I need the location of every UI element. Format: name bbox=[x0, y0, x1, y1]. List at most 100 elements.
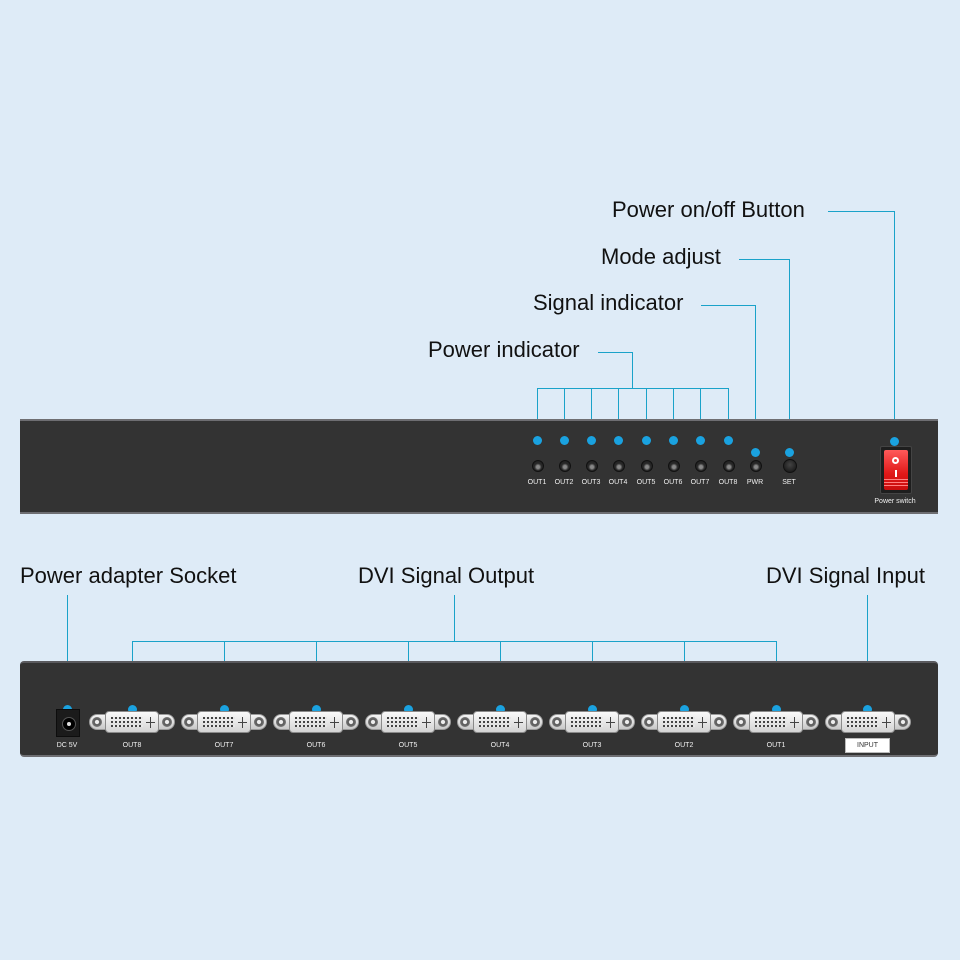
leader-signal-indicator-h bbox=[701, 305, 756, 306]
led-label: OUT7 bbox=[690, 479, 710, 486]
callout-power-indicator: Power indicator bbox=[428, 337, 580, 362]
screw-icon bbox=[346, 717, 356, 727]
screw-icon bbox=[736, 717, 746, 727]
callout-dot-dvi bbox=[588, 705, 597, 714]
led-indicator-out5 bbox=[641, 460, 653, 472]
power-switch-label: Power switch bbox=[874, 498, 916, 505]
led-indicator-pwr bbox=[750, 460, 762, 472]
leader-power-button-h bbox=[828, 211, 894, 212]
dvi-output-label: OUT8 bbox=[122, 742, 142, 749]
callout-dot-led bbox=[533, 436, 542, 445]
led-indicator-out2 bbox=[559, 460, 571, 472]
dvi-output-port[interactable] bbox=[733, 711, 819, 733]
screw-icon bbox=[254, 717, 264, 727]
callout-dot-dvi bbox=[680, 705, 689, 714]
callout-power-button: Power on/off Button bbox=[612, 197, 805, 222]
leader-mode-adjust-h bbox=[739, 259, 789, 260]
led-indicator-out8 bbox=[723, 460, 735, 472]
screw-icon bbox=[714, 717, 724, 727]
callout-dot-dvi bbox=[128, 705, 137, 714]
dvi-output-port[interactable] bbox=[549, 711, 635, 733]
dvi-output-port[interactable] bbox=[273, 711, 359, 733]
callout-signal-indicator: Signal indicator bbox=[533, 290, 684, 315]
dvi-output-port[interactable] bbox=[181, 711, 267, 733]
front-panel bbox=[20, 419, 938, 514]
led-indicator-out6 bbox=[668, 460, 680, 472]
screw-icon bbox=[530, 717, 540, 727]
dvi-output-label: OUT6 bbox=[306, 742, 326, 749]
leader-power-indicator-bus bbox=[537, 388, 729, 389]
callout-dot-set bbox=[785, 448, 794, 457]
power-switch-rocker[interactable] bbox=[884, 450, 908, 490]
screw-icon bbox=[622, 717, 632, 727]
callout-dot-dvi bbox=[312, 705, 321, 714]
dvi-output-port[interactable] bbox=[89, 711, 175, 733]
leader-led-drop bbox=[618, 388, 619, 440]
led-label: OUT2 bbox=[554, 479, 574, 486]
dvi-output-label: OUT4 bbox=[490, 742, 510, 749]
leader-dvi-output-bus bbox=[132, 641, 776, 642]
dvi-output-label: OUT5 bbox=[398, 742, 418, 749]
leader-power-indicator-h bbox=[598, 352, 632, 353]
leader-mode-adjust-v bbox=[789, 259, 790, 452]
switch-on-symbol-icon bbox=[895, 470, 897, 477]
callout-dot-input bbox=[863, 705, 872, 714]
input-label: INPUT bbox=[845, 738, 890, 753]
dc-jack-hole-icon bbox=[62, 717, 76, 731]
leader-power-socket-v bbox=[67, 595, 68, 710]
dvi-output-port[interactable] bbox=[641, 711, 727, 733]
set-button[interactable] bbox=[783, 459, 797, 473]
rear-panel bbox=[20, 661, 938, 757]
dvi-output-port[interactable] bbox=[457, 711, 543, 733]
dvi-output-label: OUT1 bbox=[766, 742, 786, 749]
leader-led-drop bbox=[673, 388, 674, 440]
led-indicator-out4 bbox=[613, 460, 625, 472]
screw-icon bbox=[162, 717, 172, 727]
leader-led-drop bbox=[728, 388, 729, 440]
callout-dvi-output: DVI Signal Output bbox=[358, 563, 535, 588]
callout-power-socket: Power adapter Socket bbox=[20, 563, 237, 588]
leader-dvi-output-v bbox=[454, 595, 455, 641]
dvi-output-label: OUT2 bbox=[674, 742, 694, 749]
screw-icon bbox=[184, 717, 194, 727]
screw-icon bbox=[460, 717, 470, 727]
callout-dot-dvi bbox=[404, 705, 413, 714]
switch-off-symbol-icon bbox=[892, 457, 899, 464]
dc-power-socket[interactable] bbox=[56, 709, 80, 737]
callout-dot-led bbox=[614, 436, 623, 445]
leader-led-drop bbox=[646, 388, 647, 440]
callout-dot-led bbox=[724, 436, 733, 445]
screw-icon bbox=[438, 717, 448, 727]
screw-icon bbox=[276, 717, 286, 727]
leader-power-indicator-v bbox=[632, 352, 633, 388]
callout-dot-led bbox=[642, 436, 651, 445]
led-label: OUT6 bbox=[663, 479, 683, 486]
callout-dot-switch bbox=[890, 437, 899, 446]
leader-led-drop bbox=[591, 388, 592, 440]
led-indicator-out3 bbox=[586, 460, 598, 472]
callout-dot-led bbox=[587, 436, 596, 445]
led-indicator-out7 bbox=[695, 460, 707, 472]
callout-mode-adjust: Mode adjust bbox=[601, 244, 721, 269]
callout-dot-dvi bbox=[772, 705, 781, 714]
dvi-output-port[interactable] bbox=[365, 711, 451, 733]
led-label: OUT4 bbox=[608, 479, 628, 486]
screw-icon bbox=[644, 717, 654, 727]
callout-dvi-input: DVI Signal Input bbox=[766, 563, 925, 588]
screw-icon bbox=[806, 717, 816, 727]
screw-icon bbox=[828, 717, 838, 727]
callout-dot-led bbox=[560, 436, 569, 445]
callout-dot-led bbox=[696, 436, 705, 445]
screw-icon bbox=[368, 717, 378, 727]
leader-power-button-v bbox=[894, 211, 895, 441]
callout-dot-led bbox=[669, 436, 678, 445]
set-label: SET bbox=[782, 479, 796, 486]
power-switch[interactable] bbox=[880, 446, 912, 494]
dvi-input-port[interactable] bbox=[825, 711, 911, 733]
dc-label: DC 5V bbox=[56, 742, 78, 749]
screw-icon bbox=[898, 717, 908, 727]
led-label: OUT5 bbox=[636, 479, 656, 486]
leader-signal-indicator-v bbox=[755, 305, 756, 452]
callout-dot-dvi bbox=[496, 705, 505, 714]
callout-dot-dvi bbox=[220, 705, 229, 714]
